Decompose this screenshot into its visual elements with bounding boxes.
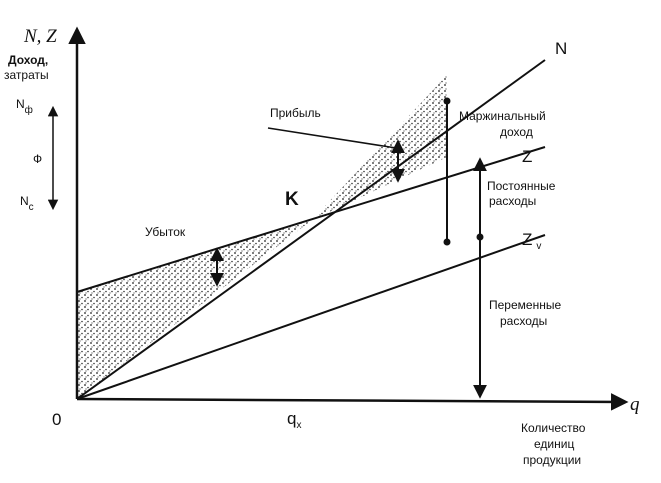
y-axis-label-1: Доход, <box>8 53 48 67</box>
origin-label: 0 <box>52 410 61 429</box>
profit-leader <box>267 127 397 149</box>
total-costs-line-Z <box>76 146 546 293</box>
n-c-label: Nc <box>20 194 34 213</box>
x-axis-label-2: единиц <box>534 437 574 451</box>
x-axis <box>76 393 629 411</box>
x-axis-label-3: продукции <box>523 453 581 467</box>
marginal-income-label-1: Маржинальный <box>459 109 546 123</box>
variable-costs-label-2: расходы <box>500 314 547 328</box>
revenue-line-label: N <box>555 39 567 58</box>
total-costs-label: Z <box>522 147 532 166</box>
fixed-costs-label-1: Постоянные <box>487 179 556 193</box>
y-axis-symbol: N, Z <box>23 26 57 47</box>
profit-label: Прибыль <box>270 106 321 120</box>
loss-label: Убыток <box>145 225 186 239</box>
breakeven-quantity-label: qx <box>287 409 301 431</box>
x-axis-label-1: Количество <box>521 421 586 435</box>
marginal-income-label-2: доход <box>500 125 533 139</box>
revenue-line-N <box>76 59 546 400</box>
loss-area <box>77 220 312 399</box>
marginal-bottom-dot <box>443 238 451 246</box>
y-axis-label-2: затраты <box>4 68 49 82</box>
breakeven-point-label: K <box>285 189 299 210</box>
variable-costs-line-Zv <box>76 234 546 400</box>
x-axis-symbol: q <box>630 394 640 415</box>
fixed-costs-label-2: расходы <box>489 194 536 208</box>
variable-costs-label-1: Переменные <box>489 298 561 312</box>
ф-label: Ф <box>33 152 42 166</box>
profit-area <box>312 75 447 220</box>
marginal-top-dot <box>443 97 451 105</box>
n-ф-label: Nф <box>16 97 33 116</box>
